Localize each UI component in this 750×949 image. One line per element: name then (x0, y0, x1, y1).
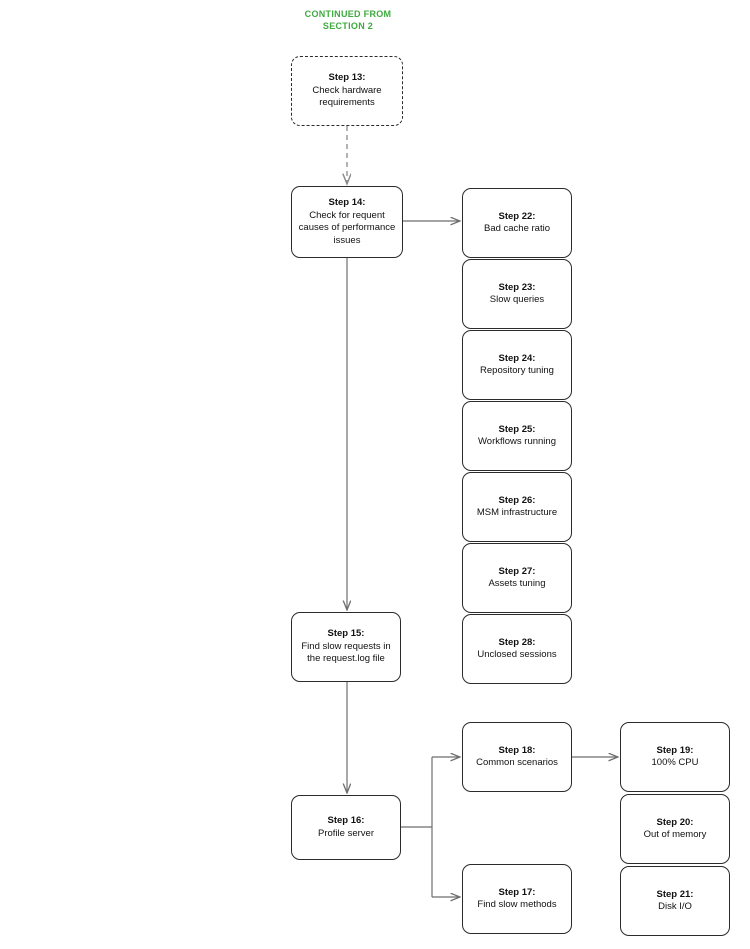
node-step16-subtitle: Profile server (318, 827, 374, 839)
node-step14-subtitle: Check for requent causes of performance … (298, 209, 396, 246)
node-step25[interactable]: Step 25: Workflows running (462, 401, 572, 471)
node-step15-title: Step 15: (327, 628, 365, 640)
node-step27-subtitle: Assets tuning (488, 578, 546, 589)
node-step15[interactable]: Step 15: Find slow requests in the reque… (291, 612, 401, 682)
node-step27-title: Step 27: (498, 565, 536, 577)
node-step18-title: Step 18: (498, 744, 536, 756)
node-step13[interactable]: Step 13: Check hardware requirements (291, 56, 403, 126)
node-step24[interactable]: Step 24: Repository tuning (462, 330, 572, 400)
node-step22-subtitle: Bad cache ratio (483, 223, 550, 234)
node-step22-title: Step 22: (498, 210, 536, 222)
node-step23-subtitle: Slow queries (489, 294, 545, 305)
node-step13-title: Step 13: (328, 72, 366, 84)
node-step17-subtitle: Find slow methods (477, 899, 557, 910)
node-step21-subtitle: Disk I/O (658, 901, 692, 912)
node-step17-title: Step 17: (498, 886, 536, 898)
node-step28[interactable]: Step 28: Unclosed sessions (462, 614, 572, 684)
node-step25-subtitle: Workflows running (478, 436, 556, 447)
node-step28-title: Step 28: (498, 636, 536, 648)
continued-from-line2: SECTION 2 (322, 21, 374, 31)
node-step19-title: Step 19: (656, 744, 694, 756)
node-step23[interactable]: Step 23: Slow queries (462, 259, 572, 329)
node-step28-subtitle: Unclosed sessions (477, 649, 557, 660)
node-step14-title: Step 14: (328, 197, 366, 208)
node-step17[interactable]: Step 17: Find slow methods (462, 864, 572, 934)
continued-from-line1: CONTINUED FROM (304, 9, 392, 19)
node-step15-subtitle: Find slow requests in the request.log fi… (301, 640, 391, 665)
node-step20-title: Step 20: (656, 816, 694, 828)
node-step18[interactable]: Step 18: Common scenarios (462, 722, 572, 792)
node-step26-title: Step 26: (498, 494, 536, 506)
node-step19[interactable]: Step 19: 100% CPU (620, 722, 730, 792)
node-step24-subtitle: Repository tuning (480, 365, 554, 376)
node-step20[interactable]: Step 20: Out of memory (620, 794, 730, 864)
node-step22[interactable]: Step 22: Bad cache ratio (462, 188, 572, 258)
node-step16[interactable]: Step 16: Profile server (291, 795, 401, 860)
node-step26-subtitle: MSM infrastructure (476, 507, 558, 518)
node-step27[interactable]: Step 27: Assets tuning (462, 543, 572, 613)
continued-from-label: CONTINUED FROM SECTION 2 (283, 8, 413, 32)
node-step25-title: Step 25: (498, 423, 536, 435)
node-step20-subtitle: Out of memory (643, 829, 707, 840)
node-step23-title: Step 23: (498, 281, 536, 293)
node-step19-subtitle: 100% CPU (651, 757, 699, 768)
node-step26[interactable]: Step 26: MSM infrastructure (462, 472, 572, 542)
node-step21[interactable]: Step 21: Disk I/O (620, 866, 730, 936)
node-step24-title: Step 24: (498, 352, 536, 364)
node-step13-subtitle: Check hardware requirements (312, 84, 382, 109)
node-step21-title: Step 21: (656, 888, 694, 900)
node-step18-subtitle: Common scenarios (476, 757, 558, 768)
node-step14[interactable]: Step 14: Check for requent causes of per… (291, 186, 403, 258)
node-step16-title: Step 16: (327, 815, 365, 826)
